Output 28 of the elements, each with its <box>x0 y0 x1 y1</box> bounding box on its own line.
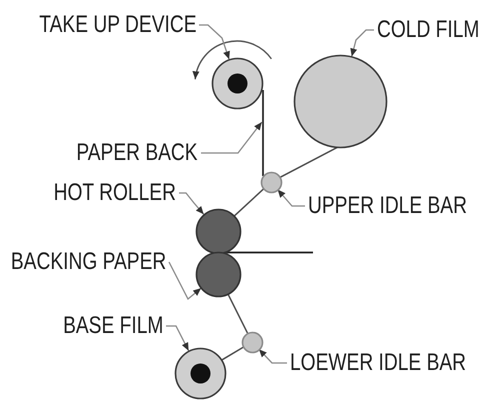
callout-label: PAPER BACK <box>76 141 198 165</box>
leader-line <box>166 325 190 351</box>
film-web-line <box>221 346 244 361</box>
callout-label: HOT ROLLER <box>54 181 176 205</box>
idle-bar <box>260 170 282 194</box>
leader-line <box>277 189 305 207</box>
film-web-line <box>227 293 248 334</box>
film-roll <box>292 54 388 148</box>
callout-label: UPPER IDLE BAR <box>308 194 467 218</box>
callout-label: TAKE UP DEVICE <box>38 13 196 37</box>
hot-roller <box>194 208 242 254</box>
leader-line <box>179 192 204 215</box>
callout-label: LOEWER IDLE BAR <box>290 351 466 375</box>
film-web-line <box>234 188 264 217</box>
take-up-roll <box>210 56 264 110</box>
leader-line <box>258 348 287 364</box>
leader-line <box>201 122 262 154</box>
callout-label: BACKING PAPER <box>10 250 166 274</box>
leader-line <box>168 262 202 300</box>
paper-web-line <box>262 90 264 176</box>
leader-line <box>350 29 374 57</box>
leader-line <box>199 24 230 60</box>
callout-label: COLD FILM <box>377 18 480 42</box>
idle-bar <box>240 330 264 354</box>
lower-roller <box>194 250 242 298</box>
film-web-line <box>280 146 338 178</box>
callout-label: BASE FILM <box>62 314 163 338</box>
base-film-roll <box>174 346 226 400</box>
